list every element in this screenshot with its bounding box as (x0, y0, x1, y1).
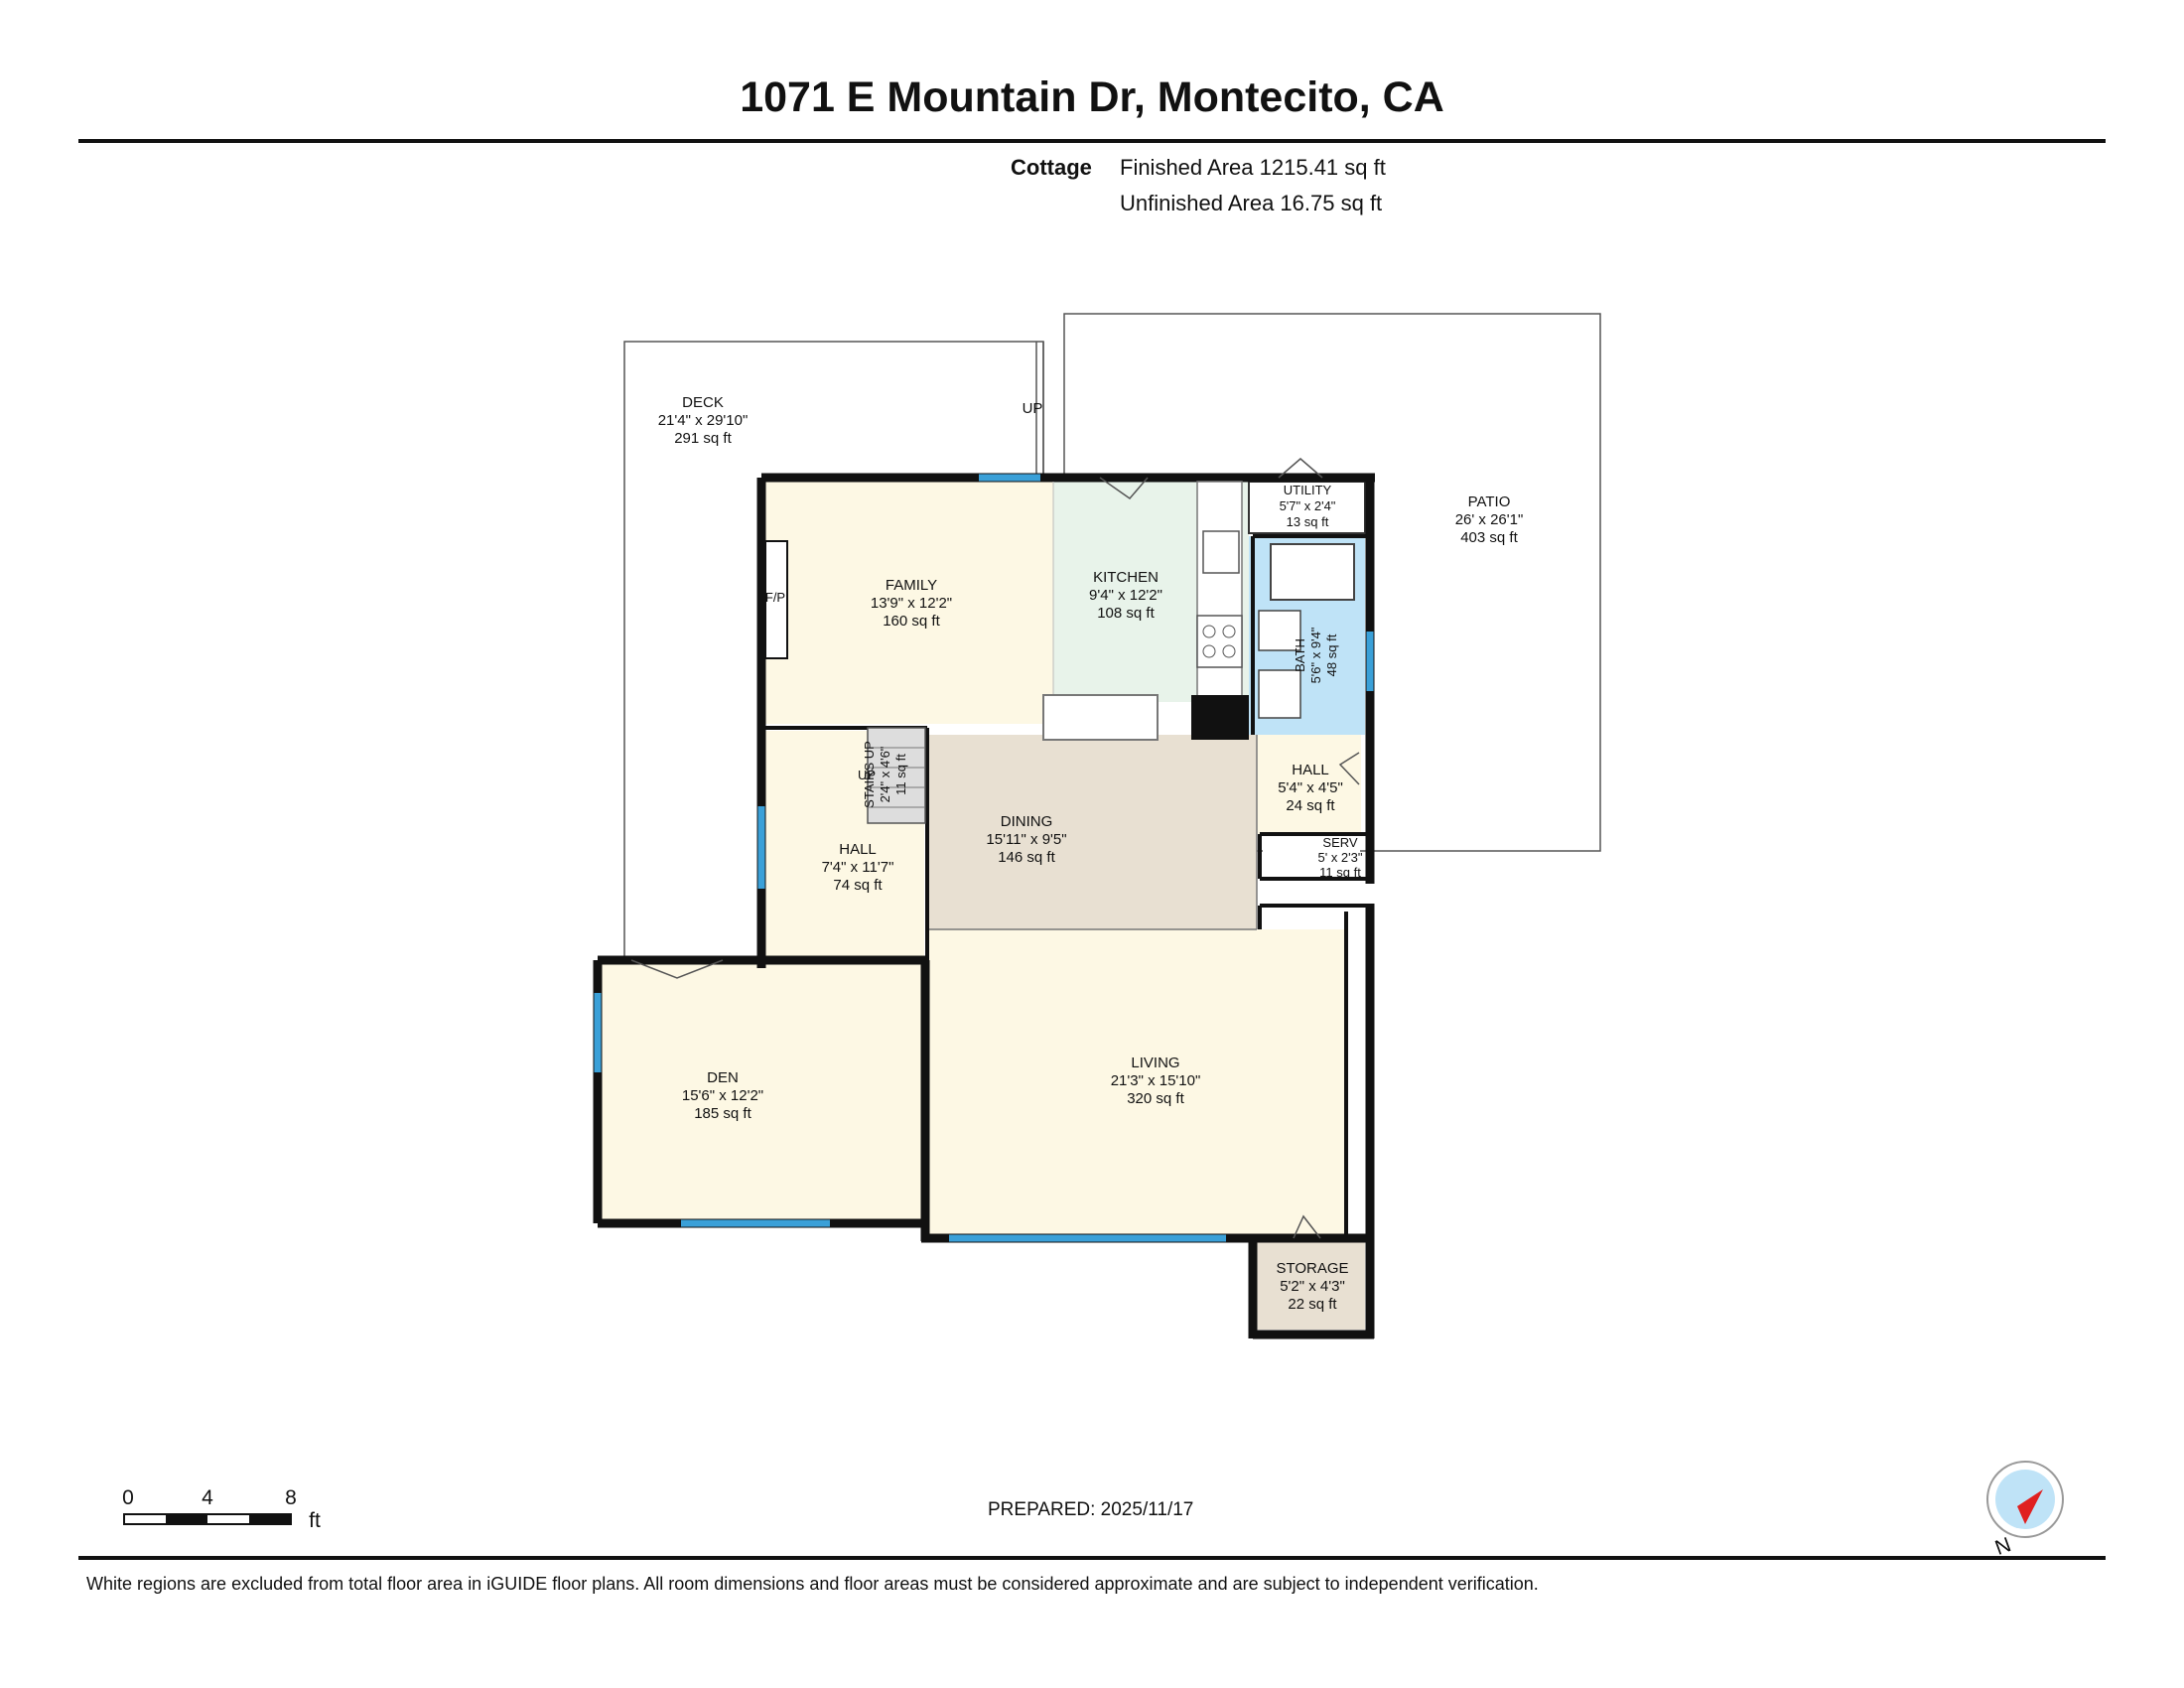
serv-room (1263, 834, 1360, 879)
kitchen-dims: 9'4" x 12'2" (1089, 587, 1162, 604)
dining-name: DINING (1001, 813, 1053, 830)
hall-left-area: 74 sq ft (833, 877, 883, 894)
living-dims: 21'3" x 15'10" (1111, 1072, 1201, 1089)
bath-area: 48 sq ft (1324, 633, 1339, 676)
serv-name: SERV (1322, 835, 1357, 850)
serv-dims: 5' x 2'3" (1318, 850, 1363, 865)
storage-area: 22 sq ft (1288, 1296, 1337, 1313)
stove-icon (1196, 615, 1243, 668)
stairs-area: 11 sq ft (893, 754, 908, 795)
utility-room (1248, 481, 1366, 534)
living-name: LIVING (1131, 1055, 1179, 1071)
island (1042, 694, 1159, 741)
scale-tick-8: 8 (285, 1486, 297, 1509)
family-room (761, 482, 1053, 724)
kitchen-name: KITCHEN (1093, 569, 1159, 586)
living-room (929, 929, 1346, 1235)
hall-left-dims: 7'4" x 11'7" (822, 859, 894, 876)
hall-right-room (1257, 735, 1361, 834)
utility-name: UTILITY (1284, 483, 1332, 497)
family-area: 160 sq ft (883, 613, 940, 630)
room-labels: DECK 21'4" x 29'10" 291 sq ft PATIO 26' … (658, 394, 1524, 1313)
summary-label: Cottage (1011, 155, 1092, 180)
sink-icon (1202, 530, 1240, 574)
family-name: FAMILY (886, 577, 937, 594)
scale-tick-0: 0 (122, 1486, 134, 1509)
compass-icon: N (1986, 1461, 2064, 1560)
footer-divider (78, 1556, 2106, 1560)
compass-label: N (1992, 1533, 2014, 1560)
vanity-icon (1258, 669, 1301, 719)
scale-unit: ft (309, 1509, 321, 1532)
dining-area: 146 sq ft (998, 849, 1055, 866)
unfinished-area: Unfinished Area 16.75 sq ft (1120, 191, 1383, 215)
utility-area: 13 sq ft (1287, 514, 1329, 529)
living-area: 320 sq ft (1127, 1090, 1184, 1107)
footer-note: White regions are excluded from total fl… (86, 1574, 1539, 1594)
patio-dims: 26' x 26'1" (1455, 511, 1524, 528)
dining-room (929, 735, 1257, 929)
patio-area: 403 sq ft (1460, 529, 1518, 546)
scale-bar: 0 4 8 ft (122, 1486, 321, 1532)
fp-label: F/P (765, 590, 785, 605)
hall-left-name: HALL (839, 841, 877, 858)
counter (1196, 481, 1243, 709)
serv-area: 11 sq ft (1319, 865, 1361, 880)
deck-name: DECK (682, 394, 724, 411)
den-room (602, 964, 924, 1223)
stairs-dims: 2'4" x 4'6" (878, 746, 892, 802)
storage-dims: 5'2" x 4'3" (1280, 1278, 1345, 1295)
toilet-icon (1258, 610, 1301, 651)
shower-icon (1270, 543, 1355, 601)
hall-right-area: 24 sq ft (1286, 797, 1335, 814)
fireplace (764, 540, 788, 659)
hall-right-name: HALL (1292, 762, 1329, 778)
finished-area: Finished Area 1215.41 sq ft (1120, 155, 1386, 180)
den-area: 185 sq ft (694, 1105, 751, 1122)
hall-right-dims: 5'4" x 4'5" (1278, 779, 1343, 796)
dining-dims: 15'11" x 9'5" (986, 831, 1066, 848)
den-name: DEN (707, 1069, 739, 1086)
bath-name: BATH (1293, 638, 1307, 672)
deck-area: 291 sq ft (674, 430, 732, 447)
up-deck-label: UP (1023, 400, 1043, 417)
prepared-date: PREPARED: 2025/11/17 (988, 1499, 1194, 1520)
kitchen-area: 108 sq ft (1097, 605, 1155, 622)
bath-dims: 5'6" x 9'4" (1308, 627, 1323, 683)
deck-dims: 21'4" x 29'10" (658, 412, 749, 429)
den-dims: 15'6" x 12'2" (682, 1087, 763, 1104)
windows (594, 474, 1374, 1242)
family-dims: 13'9" x 12'2" (871, 595, 952, 612)
door-icons (630, 458, 1360, 1239)
storage-name: STORAGE (1276, 1260, 1348, 1277)
page-title: 1071 E Mountain Dr, Montecito, CA (740, 73, 1444, 121)
stairs-name: STAIRS UP (862, 741, 877, 808)
up-stairs-label: UP (858, 768, 876, 782)
scale-tick-4: 4 (202, 1486, 213, 1509)
storage-room (1257, 1242, 1365, 1330)
utility-dims: 5'7" x 2'4" (1280, 498, 1336, 513)
header-divider (78, 139, 2106, 143)
patio-name: PATIO (1468, 493, 1511, 510)
